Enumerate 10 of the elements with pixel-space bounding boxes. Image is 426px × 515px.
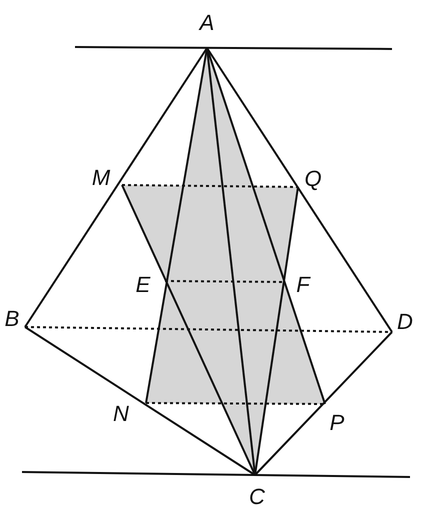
point-label: N xyxy=(113,403,129,425)
point-label: D xyxy=(397,311,413,333)
point-label: C xyxy=(249,486,265,508)
point-label: B xyxy=(4,308,20,330)
point-label: Q xyxy=(304,168,322,190)
point-label: M xyxy=(92,167,110,189)
point-label: F xyxy=(296,274,310,296)
point-label: P xyxy=(330,412,344,434)
point-label: A xyxy=(200,12,214,34)
point-label: E xyxy=(136,274,150,296)
